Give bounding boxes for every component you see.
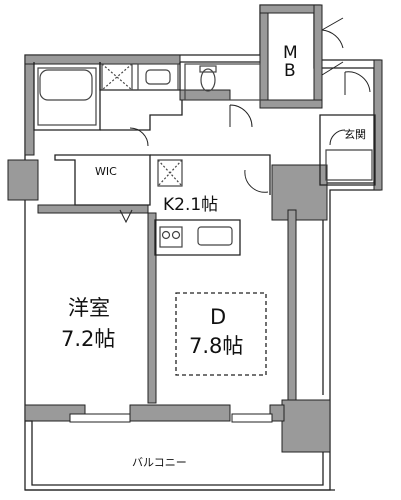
label-kitchen: K2.1帖: [163, 195, 219, 215]
label-western-name: 洋室: [68, 296, 110, 320]
stove-burner-1: [161, 230, 171, 240]
door-genkan: [344, 71, 371, 95]
door-wic: [119, 209, 133, 224]
sink-vanity: [137, 63, 179, 91]
toilet-room: [184, 63, 261, 101]
dining-dashed: [175, 292, 267, 376]
label-balcony: バルコニー: [132, 456, 187, 469]
fridge-x: [157, 159, 183, 187]
window-dining: [231, 413, 273, 423]
wall-top-left: [24, 54, 35, 156]
wall-genkan-right: [373, 59, 383, 191]
genkan-box: [319, 114, 376, 186]
hall-walls: [150, 154, 271, 195]
kitchen-counter: [154, 219, 241, 256]
label-dining-size: 7.8帖: [189, 334, 244, 358]
stove: [159, 226, 183, 248]
door-bath: [129, 127, 149, 147]
toilet-tank: [199, 65, 217, 73]
bath-walls: [33, 62, 101, 131]
fridge-box: [157, 159, 183, 187]
washer-x: [101, 63, 133, 91]
window-western: [69, 413, 131, 423]
wall-bottom-right: [269, 404, 285, 422]
column-left: [7, 159, 39, 201]
door-toilet: [229, 104, 253, 128]
door-hall: [244, 169, 269, 193]
wall-center-top: [179, 89, 231, 101]
wall-divider: [147, 212, 157, 404]
wall-right-ldk: [287, 209, 297, 401]
sink-basin: [145, 69, 171, 85]
column-right-bottom: [281, 399, 331, 453]
kitchen-sink: [197, 226, 233, 246]
label-wic: WIC: [95, 165, 117, 178]
bath-area: [37, 67, 97, 126]
washer-box: [101, 63, 133, 91]
bathtub: [39, 69, 93, 101]
door-genkan-inner: [329, 129, 346, 146]
wall-mb-left: [259, 4, 269, 106]
door-mb-2: [321, 61, 344, 76]
balcony-outline: [25, 420, 324, 486]
wash-area: [99, 62, 181, 91]
corridor: [100, 100, 183, 131]
label-mb-1: M: [283, 43, 298, 63]
shoe-cabinet: [325, 149, 373, 181]
label-dining-name: D: [210, 305, 227, 329]
label-mb-2: B: [284, 61, 296, 81]
wall-top: [24, 54, 181, 65]
wall-mb-bottom: [259, 99, 323, 109]
stove-burner-2: [171, 230, 181, 240]
label-western-size: 7.2帖: [61, 327, 116, 351]
wic-walls: [54, 154, 151, 206]
toilet-bowl: [200, 68, 216, 92]
wall-mb-right: [313, 4, 323, 106]
column-mid: [271, 164, 328, 221]
door-mb-1: [321, 17, 344, 49]
wall-mb-top: [259, 4, 321, 14]
label-genkan: 玄関: [344, 128, 366, 141]
wall-bottom-mid: [129, 404, 231, 422]
